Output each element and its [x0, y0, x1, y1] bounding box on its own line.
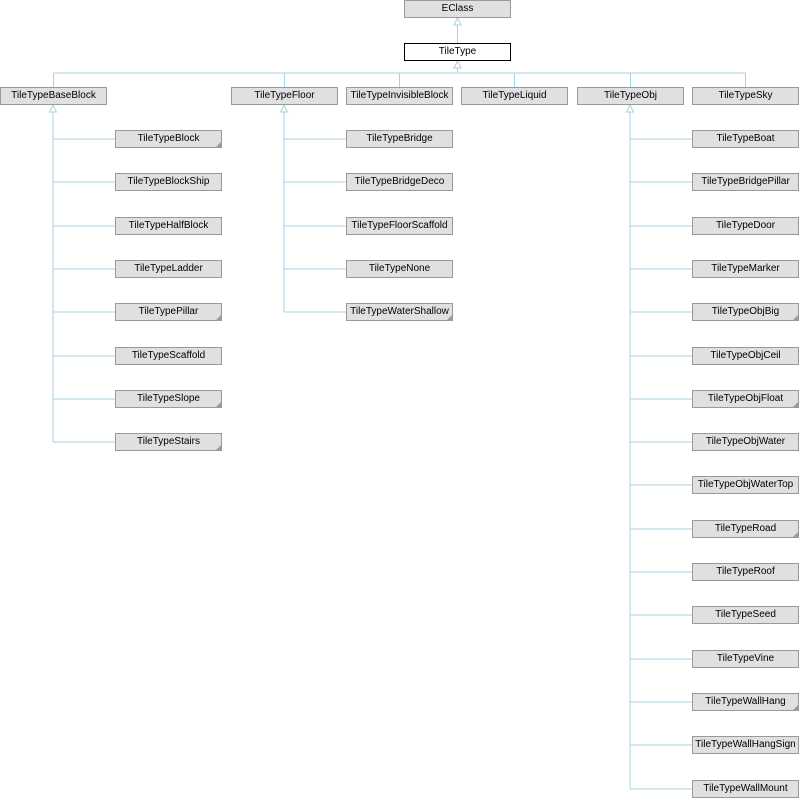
class-node-tiletypeobjwater[interactable]: TileTypeObjWater [692, 433, 799, 451]
class-node-tiletypesky[interactable]: TileTypeSky [692, 87, 799, 105]
arrowhead-basebl [48, 103, 58, 113]
class-node-tiletyperoad[interactable]: TileTypeRoad [692, 520, 799, 538]
class-node-tiletypeseed[interactable]: TileTypeSeed [692, 606, 799, 624]
class-node-tiletypewatershallow[interactable]: TileTypeWaterShallow [346, 303, 453, 321]
class-node-tiletypeladder[interactable]: TileTypeLadder [115, 260, 222, 278]
class-node-tiletypebridgepillar[interactable]: TileTypeBridgePillar [692, 173, 799, 191]
class-node-tiletypeobjwatertop[interactable]: TileTypeObjWaterTop [692, 476, 799, 494]
class-node-tiletypefloor[interactable]: TileTypeFloor [231, 87, 338, 105]
class-node-tiletypehalfblock[interactable]: TileTypeHalfBlock [115, 217, 222, 235]
class-node-tiletypeboat[interactable]: TileTypeBoat [692, 130, 799, 148]
class-node-tiletype: TileType [404, 43, 511, 61]
class-node-tiletypeblockship[interactable]: TileTypeBlockShip [115, 173, 222, 191]
class-node-tiletypepillar[interactable]: TileTypePillar [115, 303, 222, 321]
class-node-tiletypebaseblock[interactable]: TileTypeBaseBlock [0, 87, 107, 105]
class-node-tiletypestairs[interactable]: TileTypeStairs [115, 433, 222, 451]
arrowhead-obj [625, 103, 635, 113]
class-node-tiletypeobjceil[interactable]: TileTypeObjCeil [692, 347, 799, 365]
class-node-tiletypenone[interactable]: TileTypeNone [346, 260, 453, 278]
class-node-tiletypewallhangsign[interactable]: TileTypeWallHangSign [692, 736, 799, 754]
class-node-tiletypevine[interactable]: TileTypeVine [692, 650, 799, 668]
class-node-tiletypeblock[interactable]: TileTypeBlock [115, 130, 222, 148]
class-node-tiletypeobj[interactable]: TileTypeObj [577, 87, 684, 105]
class-node-tiletypescaffold[interactable]: TileTypeScaffold [115, 347, 222, 365]
arrowhead-tiletype [453, 59, 462, 69]
class-node-tiletypemarker[interactable]: TileTypeMarker [692, 260, 799, 278]
class-node-tiletypebridge[interactable]: TileTypeBridge [346, 130, 453, 148]
class-node-tiletypeslope[interactable]: TileTypeSlope [115, 390, 222, 408]
arrowhead-floor [279, 103, 289, 113]
arrowhead-eclass [453, 16, 462, 26]
class-node-tiletypeobjbig[interactable]: TileTypeObjBig [692, 303, 799, 321]
class-node-tiletypeobjfloat[interactable]: TileTypeObjFloat [692, 390, 799, 408]
class-node-tiletypeliquid[interactable]: TileTypeLiquid [461, 87, 568, 105]
class-node-eclass[interactable]: EClass [404, 0, 511, 18]
class-node-tiletypedoor[interactable]: TileTypeDoor [692, 217, 799, 235]
class-node-tiletypeinvisibleblock[interactable]: TileTypeInvisibleBlock [346, 87, 453, 105]
class-node-tiletypebridgedeco[interactable]: TileTypeBridgeDeco [346, 173, 453, 191]
class-node-tiletyperoof[interactable]: TileTypeRoof [692, 563, 799, 581]
class-node-tiletypefloorscaffold[interactable]: TileTypeFloorScaffold [346, 217, 453, 235]
class-node-tiletypewallmount[interactable]: TileTypeWallMount [692, 780, 799, 798]
class-node-tiletypewallhang[interactable]: TileTypeWallHang [692, 693, 799, 711]
